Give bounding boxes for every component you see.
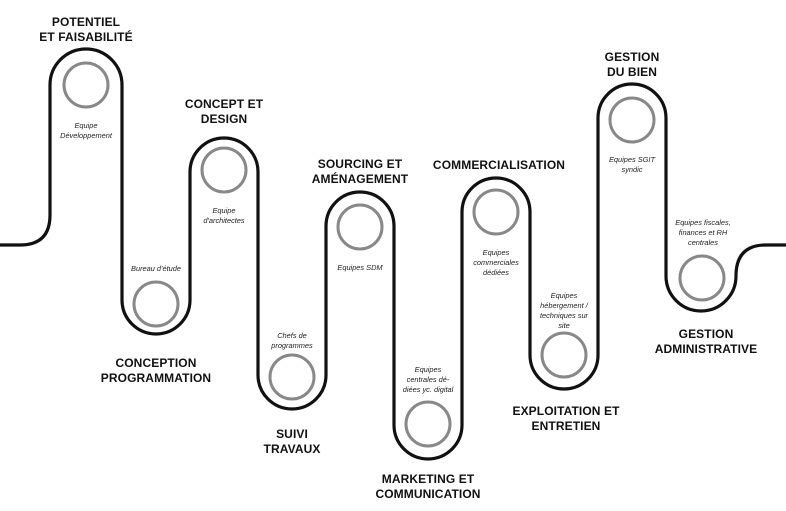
stage-4-team: Chefs de programmes: [271, 331, 313, 350]
stage-8-team: Equipes hébergement / techniques sur sit…: [539, 291, 589, 330]
stage-3-title: CONCEPT ET DESIGN: [184, 97, 264, 126]
stage-2-circle: [132, 280, 180, 328]
stage-7-title: COMMERCIALISATION: [432, 158, 566, 172]
stage-6-team: Equipes centrales dé- diées yc. digital: [402, 365, 454, 394]
stage-7-circle: [472, 188, 520, 236]
stage-9-title: GESTION DU BIEN: [604, 50, 660, 79]
stage-7-team: Equipes commerciales dédiées: [473, 248, 519, 277]
stage-10-circle: [678, 254, 726, 302]
stage-4-circle: [268, 353, 316, 401]
stage-8-title: EXPLOITATION ET ENTRETIEN: [512, 404, 620, 433]
stage-5-circle: [336, 203, 384, 251]
stage-1-team: Equipe Développement: [60, 121, 112, 140]
stage-6-circle: [404, 400, 452, 448]
stage-10-title: GESTION ADMINISTRATIVE: [654, 327, 758, 356]
stage-3-circle: [200, 146, 248, 194]
stage-3-team: Equipe d'architectes: [203, 206, 245, 225]
stage-2-title: CONCEPTION PROGRAMMATION: [100, 356, 212, 385]
stage-1-circle: [62, 61, 110, 109]
stage-4-title: SUIVI TRAVAUX: [263, 427, 321, 456]
stage-track-outline: [0, 47, 786, 461]
stage-9-circle: [608, 96, 656, 144]
stage-1-title: POTENTIEL ET FAISABILITÉ: [39, 15, 133, 44]
stage-9-team: Equipes SGIT syndic: [608, 155, 655, 174]
stage-6-title: MARKETING ET COMMUNICATION: [375, 472, 481, 501]
stage-8-circle: [540, 331, 588, 379]
stage-2-team: Bureau d'étude: [131, 264, 181, 273]
stage-10-team: Equipes fiscales, finances et RH central…: [675, 218, 731, 247]
stage-5-team: Equipes SDM: [337, 263, 383, 272]
stage-5-title: SOURCING ET AMÉNAGEMENT: [311, 157, 409, 186]
